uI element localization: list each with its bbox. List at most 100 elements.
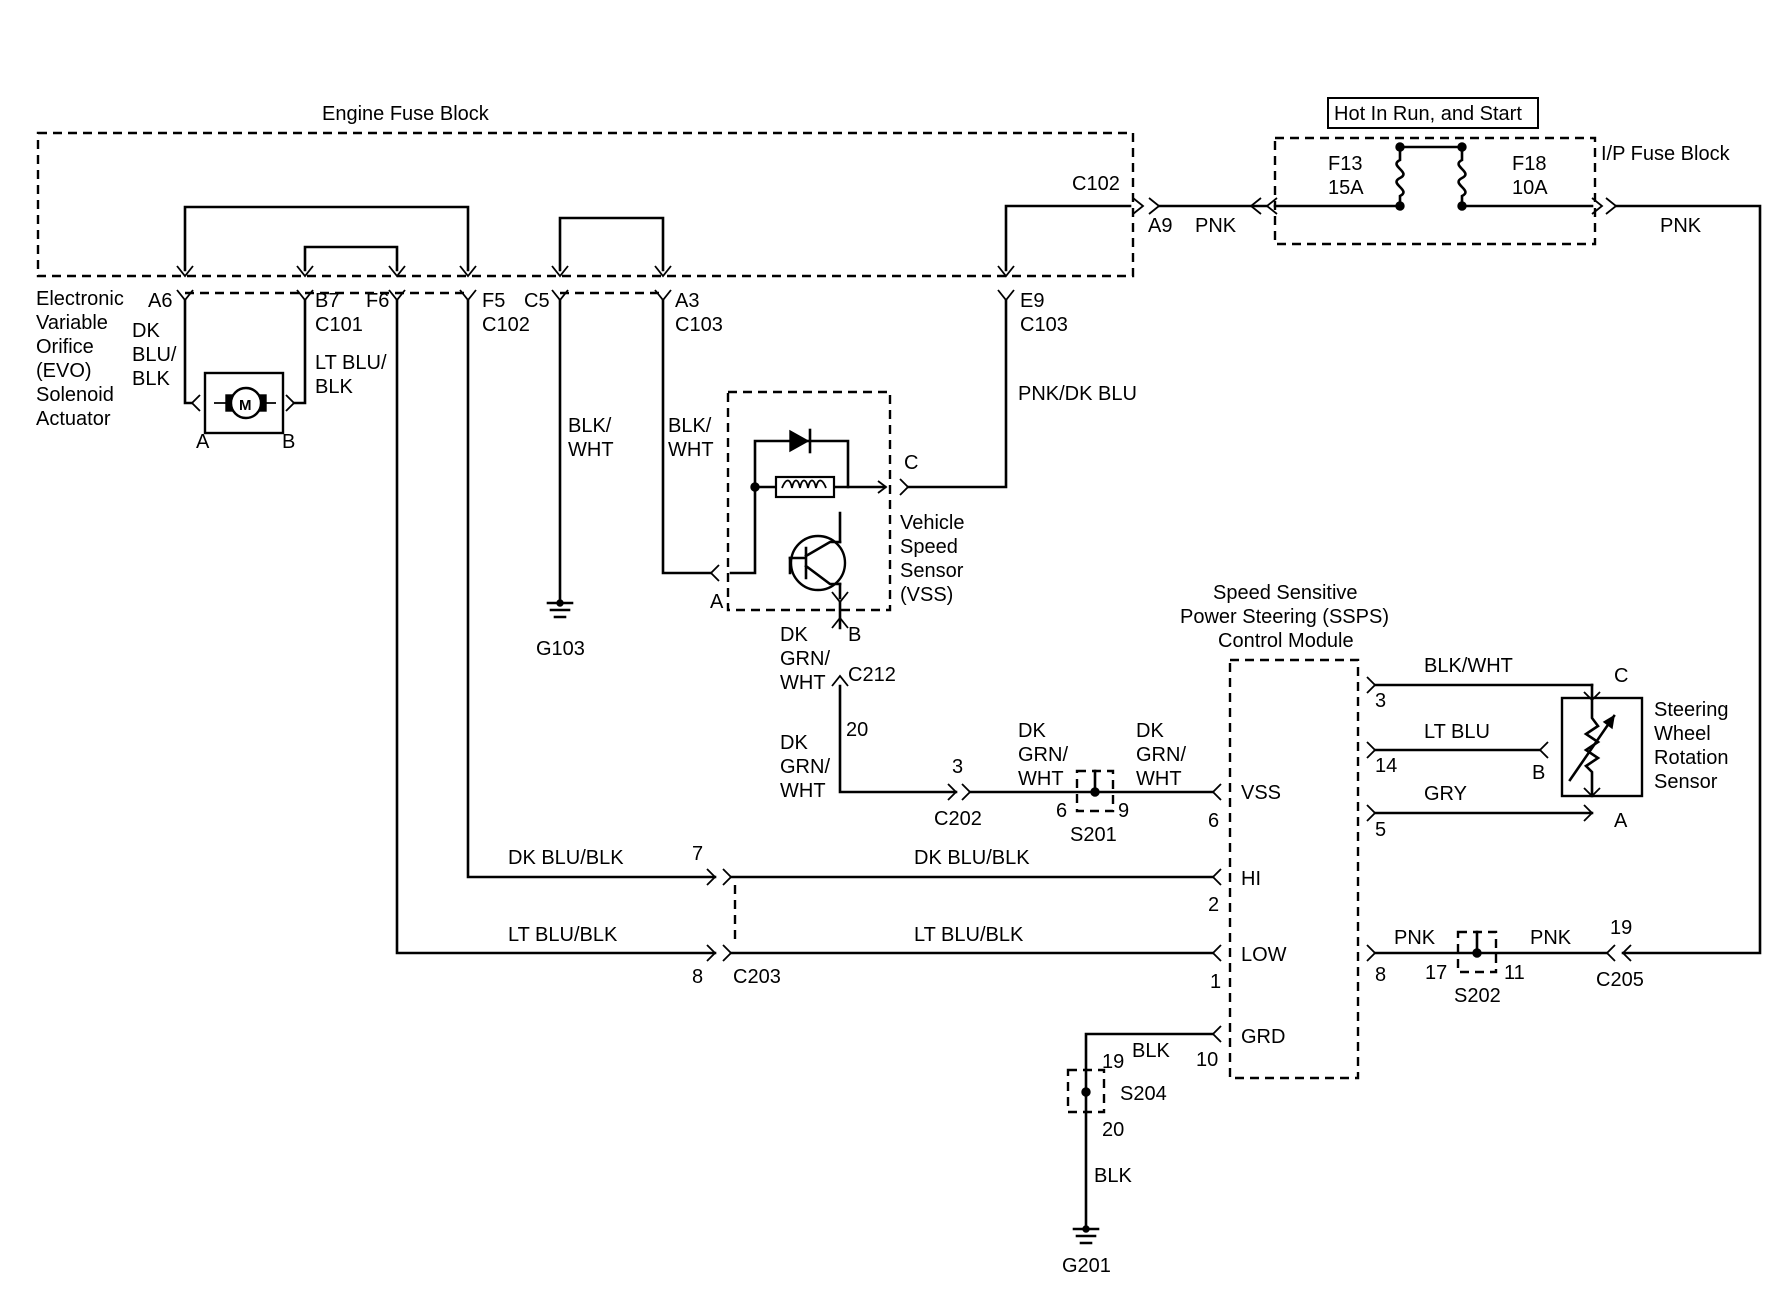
splice-s202: S202 [1454,985,1501,1007]
transistor-icon [789,534,847,592]
svg-text:DK: DK [780,624,808,646]
ground-node [556,599,564,607]
ssps-pin-grd: 10 [1196,1049,1218,1071]
coil-winding [781,479,827,489]
evo-pin-a: A [196,431,210,453]
svg-text:Rotation: Rotation [1654,747,1729,769]
variable-resistor-arrow [1568,714,1616,782]
svg-text:GRN/: GRN/ [1136,744,1186,766]
wire-dk-grn-wht [838,600,958,794]
connector-c203: C203 [733,966,781,988]
connector-b7: B7 [315,290,339,312]
ssps-module-outline [1228,658,1360,1080]
svg-text:BLK: BLK [132,368,170,390]
jumper-e9-c102 [1004,204,1132,272]
sensor-pin-c: C [1614,665,1628,687]
wire-pnk-right [1614,204,1762,955]
connector-c202: C202 [934,808,982,830]
sensor-chevron-b [1538,741,1549,759]
connector-c212-pin: 20 [846,719,868,741]
svg-text:BLK/: BLK/ [668,415,712,437]
wire-label-lt-blu-blk-2: LT BLU/BLK [914,924,1024,946]
fuse-f13-id: F13 [1328,153,1362,175]
wire-blk-wht-vss-a [661,298,713,575]
connector-c205: C205 [1596,969,1644,991]
ssps-right-chevrons [1366,676,1377,962]
connector-c101: C101 [315,314,363,336]
svg-text:Vehicle: Vehicle [900,512,965,534]
wire-blk-grd [1084,1032,1215,1072]
evo-name: Electronic Variable Orifice (EVO) Soleno… [36,288,124,430]
svg-text:Wheel: Wheel [1654,723,1711,745]
svg-text:DK: DK [1018,720,1046,742]
connector-c205-pin: 19 [1610,917,1632,939]
svg-text:(VSS): (VSS) [900,584,953,606]
ip-out-chevron [1605,197,1618,215]
svg-text:Power Steering (SSPS): Power Steering (SSPS) [1180,606,1389,628]
svg-text:Electronic: Electronic [36,288,124,310]
evo-chevron-b [285,394,296,412]
svg-text:WHT: WHT [568,439,614,461]
fuse-f13-symbol [1395,145,1405,208]
svg-text:Sensor: Sensor [900,560,964,582]
wire-lt-blu-blk [395,298,717,955]
wire-label-blk-wht-c5: BLK/ WHT [568,415,614,461]
ip-fuse-block-outline [1273,136,1597,246]
wire-label-blk-wht-a3: BLK/ WHT [668,415,714,461]
wire-pnk-dk-blu [906,298,1008,489]
transistor-leads [788,540,842,586]
ssps-pin-8: 8 [1375,964,1386,986]
vss-pin-b: B [848,624,861,646]
variable-resistor-arrowhead [1602,714,1615,730]
ground-g201: G201 [1062,1255,1111,1277]
vss-pin-c: C [904,452,918,474]
splice-s204-pin-out: 20 [1102,1119,1124,1141]
wire-dk-blu-blk [466,298,717,879]
splice-s202-pin-out: 11 [1504,962,1525,984]
steering-sensor-box [1560,696,1644,798]
splice-s201-pin-out: 9 [1118,800,1129,822]
engine-fuse-block-outline [36,131,1135,278]
connector-a6: A6 [148,290,172,312]
ip-fuse-block-title: I/P Fuse Block [1601,143,1731,165]
sensor-chevron-a [1583,804,1594,822]
jumper-a6-f5 [183,205,470,272]
connector-c103-e9: C103 [1020,314,1068,336]
svg-text:WHT: WHT [1136,768,1182,790]
ssps-terminal-vss: VSS [1241,782,1281,804]
svg-text:BLK: BLK [315,376,353,398]
connector-c102-top: C102 [1072,173,1120,195]
connector-f5: F5 [482,290,505,312]
vss-chevron-a [709,564,720,582]
ssps-pin-low: 1 [1210,971,1221,993]
connector-a9: A9 [1148,215,1172,237]
evo-pin-b: B [282,431,295,453]
svg-text:DK: DK [1136,720,1164,742]
connector-a3: A3 [675,290,699,312]
svg-text:Orifice: Orifice [36,336,94,358]
wire-label-gry: GRY [1424,783,1467,805]
ssps-terminal-grd: GRD [1241,1026,1285,1048]
fuse-f18-symbol [1457,145,1467,208]
c202-chevron [947,783,958,801]
connector-c102-f5: C102 [482,314,530,336]
coil-arrow [877,480,888,494]
svg-text:Speed Sensitive: Speed Sensitive [1213,582,1358,604]
svg-text:DK: DK [780,732,808,754]
svg-text:(EVO): (EVO) [36,360,92,382]
ssps-terminal-hi: HI [1241,868,1261,890]
wire-evo-b [292,298,307,405]
svg-text:Sensor: Sensor [1654,771,1718,793]
transistor-wiring [788,511,842,575]
c102-a9-chevron [1132,197,1145,215]
c205-chevron [1605,944,1616,962]
c203-chevron [706,944,717,962]
vss-outline [726,390,892,612]
svg-text:WHT: WHT [1018,768,1064,790]
svg-text:Steering: Steering [1654,699,1729,721]
wire-label-blk-1: BLK [1132,1040,1170,1062]
wire-label-dk-grn-wht-1: DK GRN/ WHT [780,624,830,694]
motor-icon [229,386,263,420]
ssps-pin-vss: 6 [1208,810,1219,832]
svg-text:Control Module: Control Module [1218,630,1354,652]
